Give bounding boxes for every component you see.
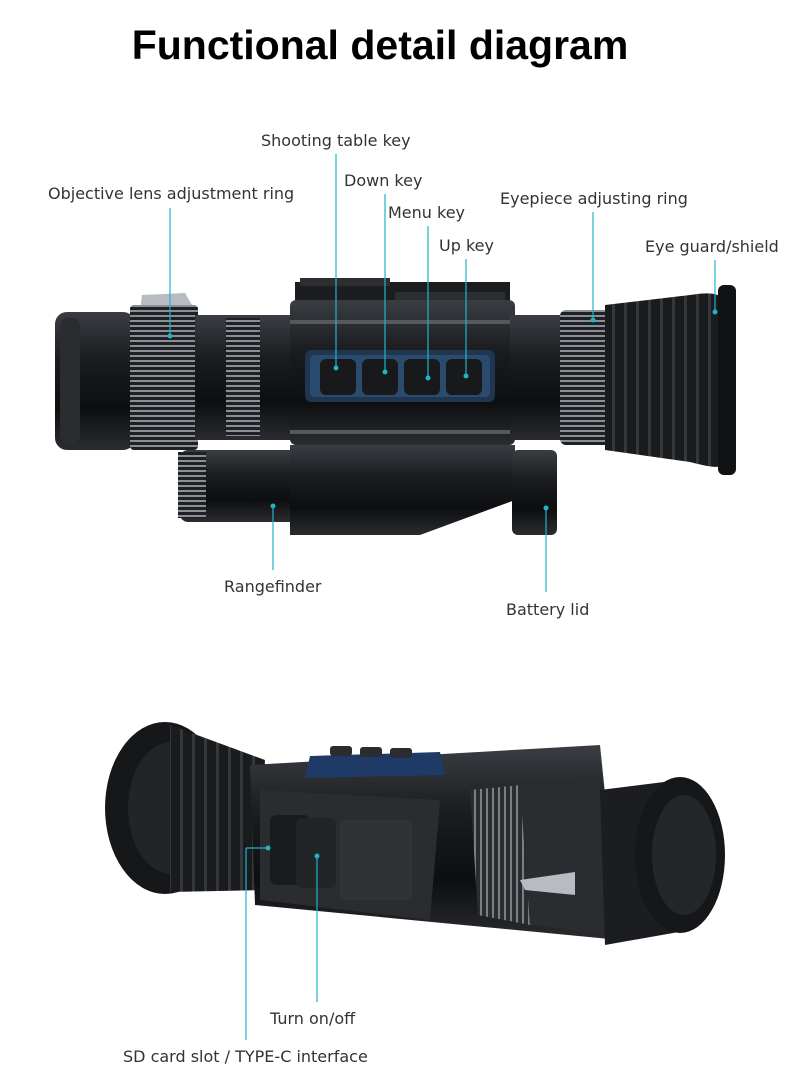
callout-lines [167, 154, 718, 1040]
page-title: Functional detail diagram [131, 22, 629, 68]
label-battery-lid: Battery lid [506, 600, 590, 619]
label-turn-on-off: Turn on/off [270, 1009, 356, 1028]
label-down-key: Down key [344, 171, 423, 190]
label-shooting-table-key: Shooting table key [261, 131, 411, 150]
label-menu-key: Menu key [388, 203, 466, 222]
label-eye-guard: Eye guard/shield [645, 237, 779, 256]
label-eyepiece-ring: Eyepiece adjusting ring [500, 189, 688, 208]
label-objective-ring: Objective lens adjustment ring [48, 184, 295, 203]
scope-top-view [55, 278, 736, 535]
scope-angled-view [105, 722, 725, 945]
label-rangefinder: Rangefinder [224, 577, 322, 596]
label-sd-card-slot: SD card slot / TYPE-C interface [123, 1047, 368, 1066]
label-up-key: Up key [439, 236, 494, 255]
